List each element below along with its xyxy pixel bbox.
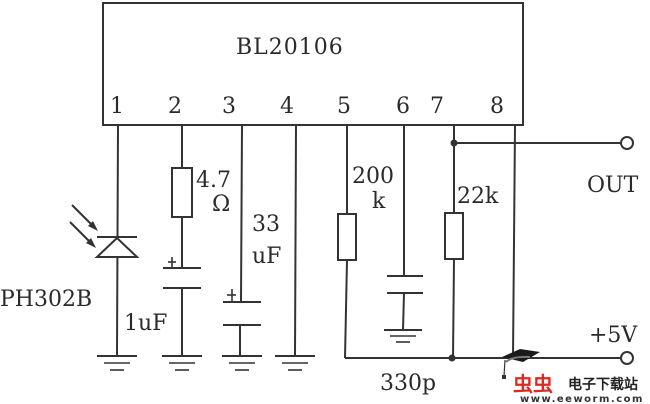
c2-value: 1uF	[124, 311, 167, 336]
ground-icon	[384, 329, 422, 343]
ic-name: BL20106	[236, 35, 344, 60]
pin-4-label: 4	[280, 94, 294, 119]
ground-icon	[222, 355, 262, 371]
pin-7-label: 7	[430, 94, 444, 119]
watermark-logo: 虫虫	[513, 372, 553, 396]
ic-bl20106: BL20106 1 2 3 4 5 6 7 8	[102, 2, 524, 126]
pin-6-label: 6	[396, 94, 410, 119]
photodiode-symbol	[69, 204, 140, 258]
r5-value-line1: 200	[352, 164, 394, 189]
photodiode-label: PH302B	[0, 287, 92, 312]
pin7-branch: 22k	[444, 125, 621, 362]
r2-value-line2: Ω	[212, 192, 230, 217]
watermark-url: www.eeworm.com	[520, 394, 644, 404]
pin-2-label: 2	[168, 94, 182, 119]
vcc-label: +5V	[589, 323, 638, 348]
pin-3-label: 3	[222, 94, 236, 119]
pin1-branch: PH302B	[0, 124, 140, 371]
pin-5-label: 5	[337, 94, 351, 119]
pin-1-label: 1	[110, 94, 124, 119]
pin2-branch: 4.7 Ω 1uF	[124, 125, 231, 371]
c3-value-line1: 33	[252, 212, 280, 237]
c6-value: 330p	[380, 371, 436, 396]
watermark-site-name: 电子下载站	[568, 376, 638, 393]
vcc-terminal: +5V	[589, 323, 638, 365]
ground-icon	[162, 355, 202, 371]
ic-body	[102, 2, 524, 126]
out-terminal: OUT	[587, 136, 639, 198]
ground-icon	[275, 355, 315, 371]
resistor-200k	[337, 213, 357, 261]
r5-value-line2: k	[372, 189, 386, 214]
watermark: 虫虫 电子下载站 www.eeworm.com	[502, 349, 644, 404]
graduation-cap-icon	[502, 349, 540, 379]
r7-value: 22k	[457, 184, 499, 209]
pin8-branch	[512, 124, 516, 359]
pin-8-label: 8	[490, 94, 504, 119]
pin3-branch: 33 uF	[222, 124, 281, 371]
pin5-branch: 200 k	[337, 125, 394, 359]
c3-value-line2: uF	[252, 244, 281, 269]
resistor-22k	[444, 212, 464, 260]
out-label: OUT	[587, 173, 639, 198]
pin6-branch: 330p	[380, 125, 436, 396]
ground-icon	[97, 355, 137, 371]
resistor-4-7-ohm	[171, 167, 193, 218]
pin4-branch	[275, 124, 315, 371]
r2-value-line1: 4.7	[196, 168, 231, 193]
